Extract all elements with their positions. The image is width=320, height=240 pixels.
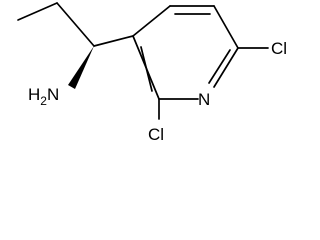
bond-wedge-amine bbox=[68, 46, 94, 89]
bond-ring-c6-n-outer bbox=[213, 47, 239, 88]
amine-n: N bbox=[47, 85, 59, 104]
bond-ethyl-ch2 bbox=[56, 2, 95, 47]
bond-ring-c6-n-inner bbox=[208, 49, 231, 84]
bond-ethyl-ch3 bbox=[17, 2, 58, 21]
chlorine-bottom-label: Cl bbox=[148, 125, 164, 144]
chlorine-top-label: Cl bbox=[271, 39, 287, 58]
molecule-structure: H2N N Cl Cl bbox=[17, 2, 287, 144]
amine-subscript: 2 bbox=[40, 94, 47, 108]
amine-h: H bbox=[28, 85, 40, 104]
amine-label: H2N bbox=[28, 85, 59, 108]
bond-stereocenter-ring bbox=[93, 35, 134, 47]
bond-ring-c5-c6 bbox=[213, 5, 239, 49]
bond-ring-c3-c4 bbox=[132, 5, 171, 37]
bond-ring-c2-c3-inner bbox=[140, 46, 153, 92]
ring-nitrogen-label: N bbox=[198, 90, 210, 109]
